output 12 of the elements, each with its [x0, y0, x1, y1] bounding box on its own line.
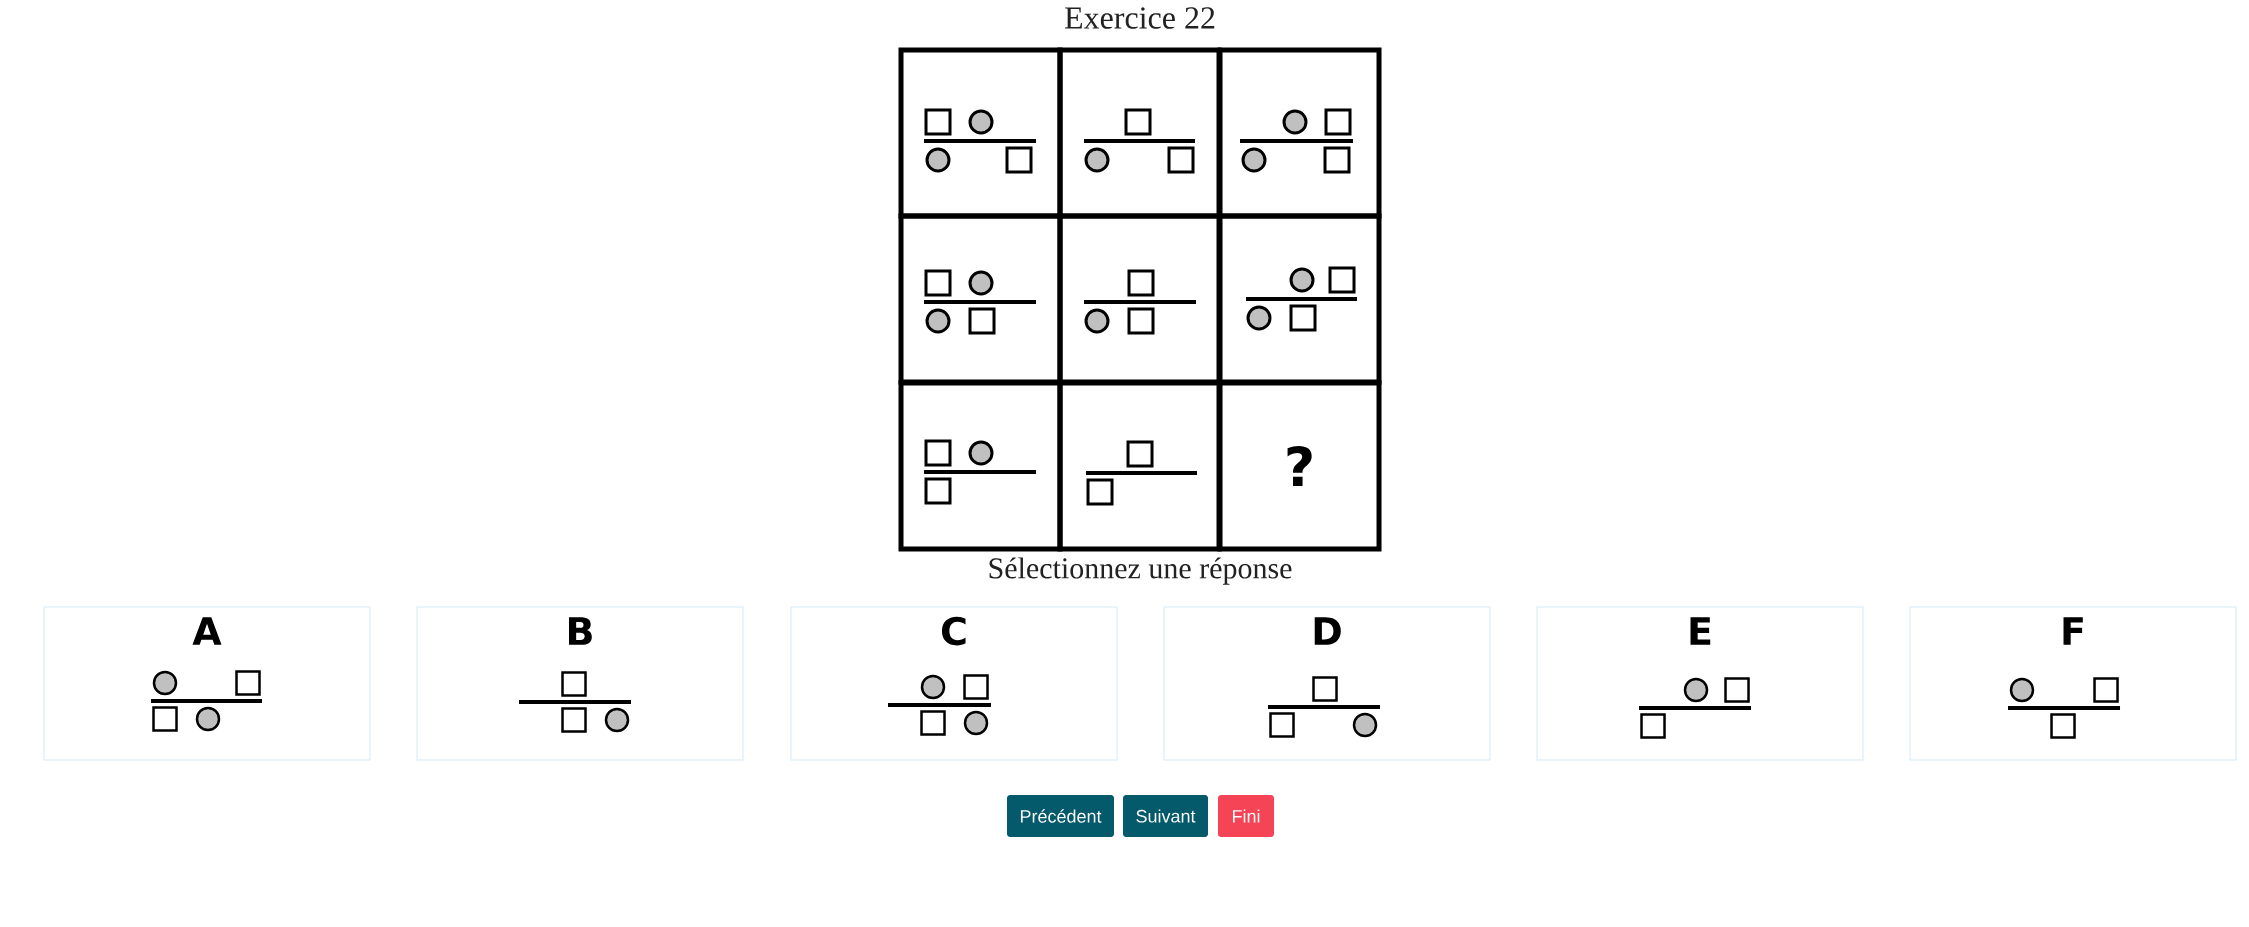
answer-card: B: [416, 606, 744, 761]
answer-card: E: [1536, 606, 1864, 761]
grid-cell: ?: [1217, 380, 1382, 552]
finish-button: Fini: [1218, 795, 1274, 837]
answer-card: D: [1163, 606, 1491, 761]
previous-button: Précédent: [1007, 795, 1114, 837]
answer-card: F: [1909, 606, 2237, 761]
title: Exercice 22: [1065, 7, 1215, 29]
answer-card: C: [790, 606, 1118, 761]
instruction-text: Sélectionnez une réponse: [989, 557, 1292, 585]
answer-card: A: [43, 606, 371, 761]
next-button: Suivant: [1123, 795, 1208, 837]
